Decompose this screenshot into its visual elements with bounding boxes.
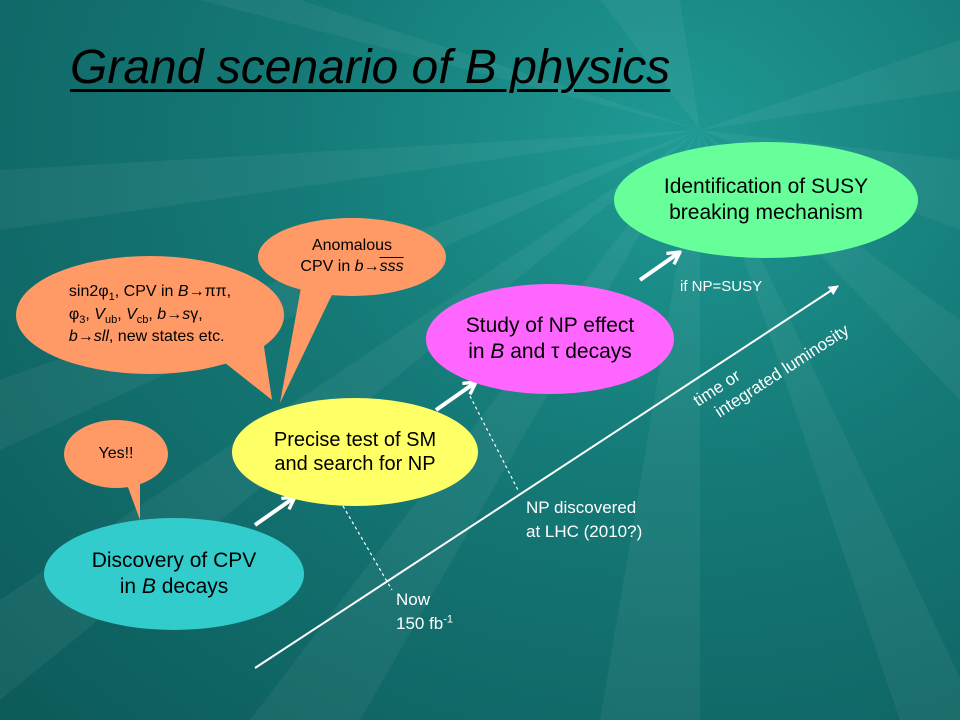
np-discovered-line1: NP discovered	[526, 498, 637, 517]
dotted-line-now	[342, 505, 393, 591]
dotted-line-lhc	[469, 395, 519, 491]
precise-line2: and search for NP	[274, 453, 436, 475]
bubble-yes-text: Yes!!	[98, 444, 134, 462]
measurements-line3: b→sll, new states etc.	[68, 328, 225, 346]
measurements-line1: sin2φ1, CPV in B→ππ,	[68, 283, 232, 304]
now-line2: 150 fb-1	[396, 613, 454, 633]
slide-title: Grand scenario of B physics	[70, 41, 671, 94]
precise-line1: Precise test of SM	[273, 428, 437, 451]
if-susy-annotation: if NP=SUSY	[680, 278, 763, 295]
discovery-line1: Discovery of CPV	[91, 549, 257, 573]
now-line1: Now	[396, 590, 431, 609]
step-arrow-3	[638, 252, 680, 282]
step-arrow-1	[253, 497, 295, 527]
susy-line2: breaking mechanism	[669, 201, 863, 224]
susy-line1: Identification of SUSY	[663, 175, 869, 199]
bubble-yes: Yes!!	[64, 420, 168, 488]
np-study-line1: Study of NP effect	[465, 314, 635, 338]
anomalous-line1: Anomalous	[311, 237, 393, 255]
ellipse-susy-identification: Identification of SUSY breaking mechanis…	[614, 142, 918, 258]
ellipse-precise-test: Precise test of SM and search for NP	[232, 398, 478, 506]
np-discovered-annotation: NP discovered at LHC (2010?)	[526, 496, 642, 544]
time-axis-arrow	[254, 285, 839, 669]
measurements-line2: φ3, Vub, Vcb, b→sγ,	[68, 305, 203, 326]
bubble-anomalous-cpv: Anomalous CPV in b→sss	[258, 218, 446, 296]
ellipse-discovery-cpv: Discovery of CPV in B decays	[44, 518, 304, 630]
anomalous-line2: CPV in b→sss	[300, 258, 404, 275]
bubble-measurements: sin2φ1, CPV in B→ππ, φ3, Vub, Vcb, b→sγ,…	[16, 256, 284, 374]
step-arrow-2	[434, 382, 476, 412]
ellipse-np-study: Study of NP effect in B and τ decays	[426, 284, 674, 394]
bubble-tail-anomalous	[280, 282, 338, 403]
now-annotation: Now 150 fb-1	[396, 588, 453, 636]
discovery-line2: in B decays	[119, 575, 229, 598]
np-study-line2: in B and τ decays	[468, 340, 632, 363]
np-discovered-line2: at LHC (2010?)	[526, 521, 643, 541]
